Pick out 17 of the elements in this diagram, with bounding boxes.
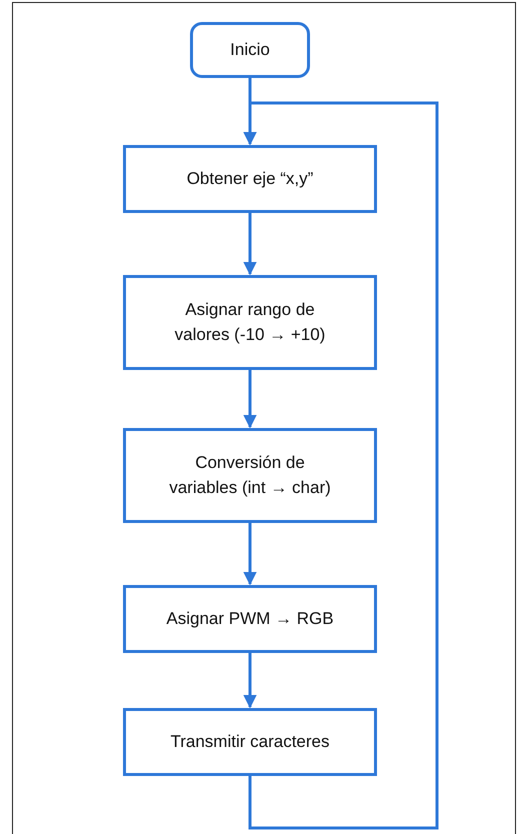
node-text: Transmitir caracteres bbox=[170, 730, 330, 753]
process-box bbox=[123, 428, 377, 523]
arrow bbox=[243, 213, 257, 276]
node-text: Inicio bbox=[230, 38, 270, 61]
arrow bbox=[243, 102, 438, 830]
start-terminal bbox=[190, 22, 310, 78]
node-text: Conversión de variables (int → char) bbox=[168, 452, 332, 498]
arrow bbox=[243, 653, 257, 708]
arrow bbox=[243, 370, 257, 428]
node-text: Asignar PWM → RGB bbox=[166, 608, 334, 630]
process-box bbox=[123, 145, 377, 213]
arrow bbox=[243, 523, 257, 586]
node-text: Asignar rango de valores (-10 → +10) bbox=[174, 298, 326, 346]
node-text: Obtener eje “x,y” bbox=[186, 168, 314, 190]
process-box bbox=[123, 585, 377, 653]
process-box bbox=[123, 708, 377, 776]
process-box bbox=[123, 275, 377, 370]
